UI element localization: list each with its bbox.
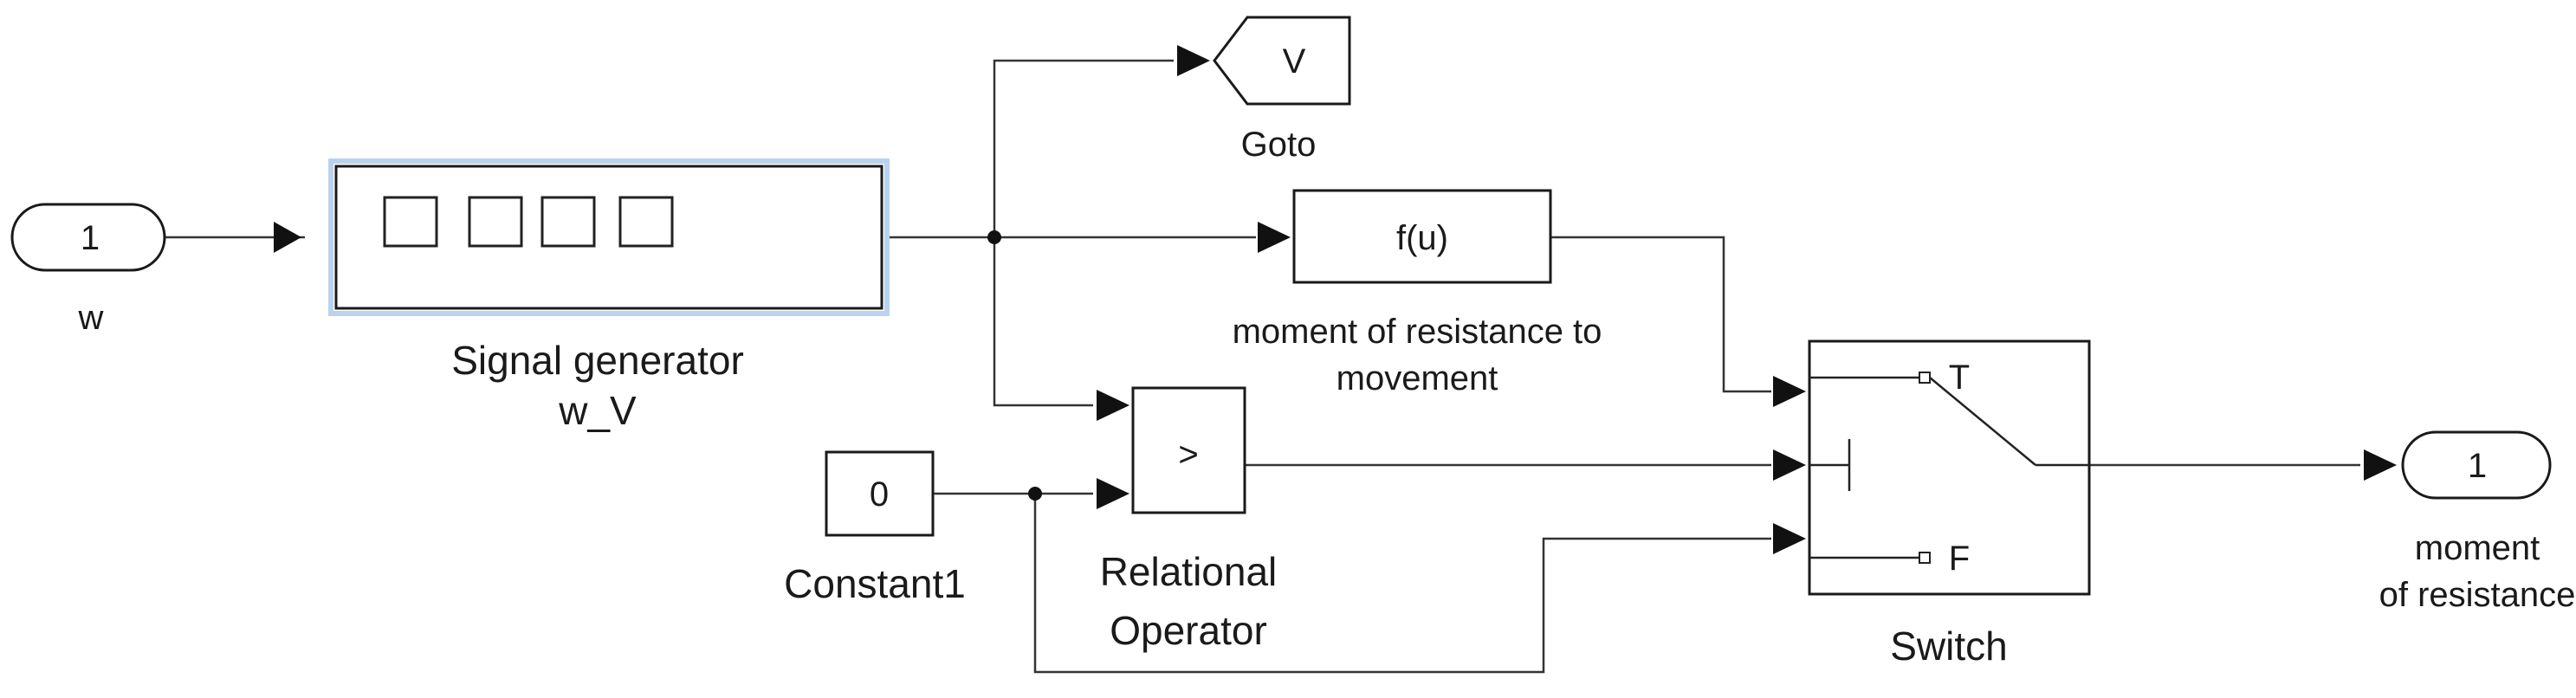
inport-shape <box>10 203 166 272</box>
inport-block[interactable]: 1 <box>10 203 166 272</box>
arrow-relational-in1 <box>1097 390 1129 421</box>
signal-generator-label: Signal generator <box>451 338 744 383</box>
line-constant-to-switch-f[interactable] <box>1033 494 1771 674</box>
signal-generator-selection-halo <box>328 158 890 316</box>
arrowheads <box>274 45 2397 554</box>
constant-label: Constant1 <box>784 561 966 606</box>
generator-placeholder-icon-1 <box>383 196 438 248</box>
switch-false-terminal <box>1919 552 1931 564</box>
outport-shape <box>2401 430 2552 500</box>
switch-false-port-label: F <box>1949 540 1970 578</box>
line-branch-to-goto[interactable] <box>993 59 1174 237</box>
signal-generator-sublabel: w_V <box>558 388 637 433</box>
generator-placeholder-icon-3 <box>540 196 596 248</box>
relational-symbol: > <box>1178 436 1198 474</box>
outport-label: moment <box>2415 529 2540 567</box>
line-fcn-to-switch-t[interactable] <box>1550 236 1771 393</box>
constant-block[interactable]: 0 <box>825 450 935 537</box>
goto-label: Goto <box>1241 126 1317 164</box>
switch-block[interactable]: T F <box>1808 339 2091 596</box>
signal-generator-block[interactable] <box>328 158 890 316</box>
line-branch-to-relational[interactable] <box>993 237 1093 407</box>
switch-true-terminal <box>1919 372 1931 384</box>
arrow-switch-in3 <box>1773 523 1806 554</box>
signal-generator-shape <box>334 165 883 310</box>
arrow-switch-in1 <box>1773 376 1806 407</box>
arrow-outport-in <box>2364 449 2397 481</box>
switch-shape <box>1808 339 2091 596</box>
outport-block[interactable]: 1 <box>2401 430 2552 500</box>
constant-value: 0 <box>870 475 889 514</box>
arrow-fcn-in <box>1258 222 1291 253</box>
fcn-label: moment of resistance to <box>1233 313 1602 351</box>
relational-shape <box>1131 386 1246 514</box>
fcn-sublabel: movement <box>1337 359 1498 397</box>
switch-label: Switch <box>1890 624 2007 669</box>
branch-point-generator <box>987 230 1001 244</box>
arrow-relational-in2 <box>1097 478 1129 509</box>
switch-true-port-label: T <box>1949 359 1970 397</box>
constant-shape <box>825 450 935 537</box>
arrow-goto-in <box>1177 45 1210 76</box>
goto-tag: V <box>1283 42 1306 81</box>
arrow-switch-in2 <box>1773 449 1806 481</box>
relational-label: Relational <box>1100 549 1278 594</box>
arrow-generator-in <box>274 222 301 253</box>
goto-block[interactable]: V <box>1213 16 1351 106</box>
generator-placeholder-icon-4 <box>618 196 674 248</box>
relational-operator-block[interactable]: > <box>1131 386 1246 514</box>
fcn-expression: f(u) <box>1396 219 1448 257</box>
inport-label: w <box>78 299 104 337</box>
goto-shape <box>1213 16 1351 106</box>
signal-lines <box>165 59 2360 674</box>
relational-sublabel: Operator <box>1110 608 1267 653</box>
fcn-shape <box>1292 189 1552 284</box>
inport-number: 1 <box>81 219 100 257</box>
fcn-block[interactable]: f(u) <box>1292 189 1552 284</box>
outport-number: 1 <box>2468 447 2487 485</box>
branch-point-constant <box>1028 487 1042 501</box>
switch-blade <box>1929 377 2036 466</box>
outport-sublabel: of resistance <box>2379 576 2576 614</box>
generator-placeholder-icon-2 <box>468 196 523 248</box>
